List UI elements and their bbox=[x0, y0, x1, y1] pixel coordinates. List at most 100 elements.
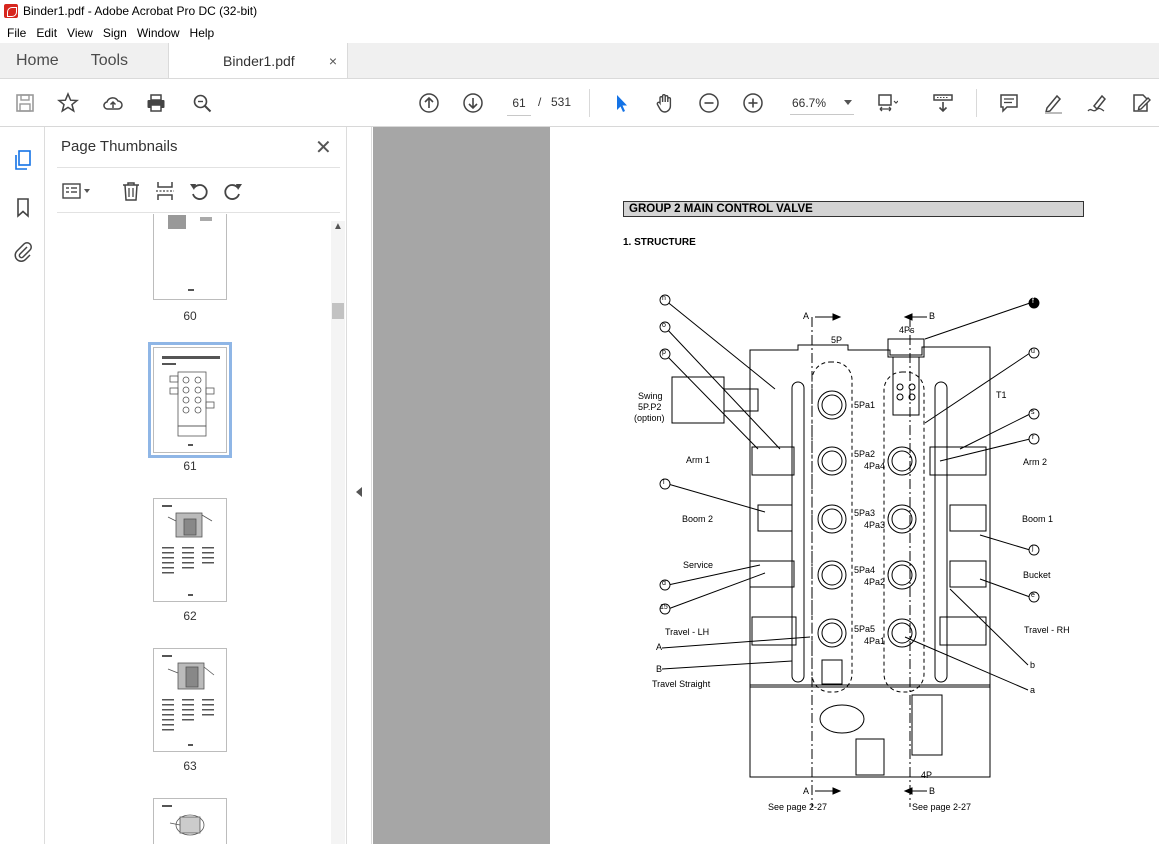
label-service: Service bbox=[683, 560, 714, 570]
label-5pa4: 5Pa4 bbox=[854, 565, 876, 575]
toolbar-divider bbox=[976, 89, 977, 117]
thumbnail-label: 63 bbox=[183, 759, 197, 773]
label-see-page-left: See page 2-27 bbox=[768, 802, 828, 812]
label-4p: 4P bbox=[921, 770, 933, 780]
page-fit-icon[interactable] bbox=[875, 91, 899, 115]
hand-tool-icon[interactable] bbox=[653, 91, 677, 115]
balloon-o: o bbox=[662, 322, 666, 329]
tab-tools[interactable]: Tools bbox=[90, 51, 129, 69]
label-5pa3: 5Pa3 bbox=[854, 508, 876, 518]
chevron-down-icon bbox=[844, 100, 852, 105]
thumbnail-label: 62 bbox=[183, 609, 197, 623]
balloon-15: 15 bbox=[660, 604, 668, 611]
thumbnail-page[interactable] bbox=[153, 798, 227, 844]
thumbnail-options-icon[interactable] bbox=[61, 179, 93, 203]
label-small-a: a bbox=[1030, 685, 1036, 695]
label-5pa5: 5Pa5 bbox=[854, 624, 876, 634]
menu-help[interactable]: Help bbox=[189, 25, 215, 40]
balloon-r: r bbox=[1032, 434, 1035, 441]
label-4ps: 4Ps bbox=[899, 325, 915, 335]
label-bucket: Bucket bbox=[1023, 570, 1051, 580]
thumbnail-list: 60 61 62 63 bbox=[57, 214, 331, 844]
insert-page-icon[interactable] bbox=[153, 179, 177, 203]
label-4pa3: 4Pa3 bbox=[864, 520, 886, 530]
label-4pa1: 4Pa1 bbox=[864, 636, 886, 646]
thumbnail-label: 61 bbox=[183, 459, 197, 473]
print-icon[interactable] bbox=[144, 91, 168, 115]
document-viewport[interactable]: GROUP 2 MAIN CONTROL VALVE 1. STRUCTURE bbox=[373, 127, 1159, 844]
scroll-mode-icon[interactable] bbox=[931, 91, 955, 115]
panel-close-icon[interactable]: ✕ bbox=[315, 137, 332, 159]
rotate-right-icon[interactable] bbox=[221, 179, 245, 203]
menu-sign[interactable]: Sign bbox=[102, 25, 127, 40]
left-rail bbox=[0, 127, 45, 844]
comment-icon[interactable] bbox=[997, 91, 1021, 115]
tab-close-icon[interactable]: × bbox=[328, 52, 338, 69]
scroll-up-icon[interactable]: ▲ bbox=[333, 221, 343, 232]
total-pages: 531 bbox=[551, 95, 572, 109]
balloon-u: u bbox=[1031, 348, 1035, 355]
menu-bar: File Edit View Sign Window Help bbox=[0, 22, 1159, 43]
thumbnail-page[interactable] bbox=[153, 214, 227, 300]
sign-pen-icon[interactable] bbox=[1085, 91, 1109, 115]
zoom-search-icon[interactable] bbox=[190, 91, 214, 115]
tab-bar: Home Tools Binder1.pdf × bbox=[0, 43, 1159, 79]
valve-diagram: n o p f u s r l j d 15 e A B 5P 4Ps Swin… bbox=[550, 277, 1159, 844]
balloon-l: l bbox=[663, 479, 665, 486]
group-title: GROUP 2 MAIN CONTROL VALVE bbox=[623, 201, 1084, 217]
page-thumbnails-icon[interactable] bbox=[11, 148, 35, 172]
edit-pdf-icon[interactable] bbox=[1129, 91, 1153, 115]
next-page-icon[interactable] bbox=[461, 91, 485, 115]
upload-cloud-icon[interactable] bbox=[101, 91, 125, 115]
tab-home[interactable]: Home bbox=[16, 51, 59, 69]
zoom-in-icon[interactable] bbox=[741, 91, 765, 115]
tab-document[interactable]: Binder1.pdf × bbox=[168, 43, 349, 78]
bookmark-icon[interactable] bbox=[11, 195, 35, 219]
balloon-f: f bbox=[1032, 298, 1034, 305]
previous-page-icon[interactable] bbox=[417, 91, 441, 115]
balloon-s: s bbox=[1031, 409, 1035, 416]
label-swing-option: (option) bbox=[634, 413, 665, 423]
main-toolbar bbox=[0, 79, 1159, 127]
label-boom1: Boom 1 bbox=[1022, 514, 1054, 524]
zoom-out-icon[interactable] bbox=[697, 91, 721, 115]
thumbnail-page-selected[interactable] bbox=[148, 342, 232, 458]
rotate-left-icon[interactable] bbox=[187, 179, 211, 203]
balloon-e: e bbox=[1031, 592, 1035, 599]
thumbnail-page[interactable] bbox=[153, 498, 227, 602]
section-title: 1. STRUCTURE bbox=[623, 237, 696, 248]
label-5pa2: 5Pa2 bbox=[854, 449, 876, 459]
current-page-input[interactable]: 61 bbox=[504, 91, 534, 116]
zoom-select[interactable]: 66.7% bbox=[788, 91, 856, 115]
label-small-b: b bbox=[1030, 660, 1036, 670]
star-icon[interactable] bbox=[56, 91, 80, 115]
label-arm2: Arm 2 bbox=[1023, 457, 1048, 467]
scroll-thumb[interactable] bbox=[332, 303, 344, 319]
save-icon[interactable] bbox=[13, 91, 37, 115]
zoom-value: 66.7% bbox=[792, 96, 827, 110]
menu-file[interactable]: File bbox=[7, 25, 27, 40]
menu-window[interactable]: Window bbox=[136, 25, 180, 40]
label-arm1: Arm 1 bbox=[686, 455, 711, 465]
acrobat-app-icon bbox=[4, 4, 18, 18]
label-a-bottom: A bbox=[803, 786, 810, 796]
delete-page-icon[interactable] bbox=[119, 179, 143, 203]
menu-edit[interactable]: Edit bbox=[36, 25, 58, 40]
panel-title: Page Thumbnails bbox=[61, 138, 178, 155]
thumbnail-page[interactable] bbox=[153, 648, 227, 752]
pdf-page: GROUP 2 MAIN CONTROL VALVE 1. STRUCTURE bbox=[550, 127, 1159, 844]
attachment-icon[interactable] bbox=[11, 240, 35, 264]
toolbar-divider bbox=[589, 89, 590, 117]
collapse-arrow-icon[interactable] bbox=[356, 487, 362, 497]
label-swing: Swing bbox=[638, 391, 663, 401]
menu-view[interactable]: View bbox=[67, 25, 93, 40]
label-4pa2: 4Pa2 bbox=[864, 577, 886, 587]
highlight-pen-icon[interactable] bbox=[1041, 91, 1065, 115]
select-cursor-icon[interactable] bbox=[609, 91, 633, 115]
tab-document-label: Binder1.pdf bbox=[223, 52, 295, 69]
label-a-left: A bbox=[656, 642, 663, 652]
label-5p: 5P bbox=[831, 335, 843, 345]
label-travel-straight: Travel Straight bbox=[652, 679, 711, 689]
thumbnail-scrollbar[interactable]: ▲ bbox=[331, 221, 345, 844]
panel-collapse-strip[interactable] bbox=[347, 127, 372, 844]
